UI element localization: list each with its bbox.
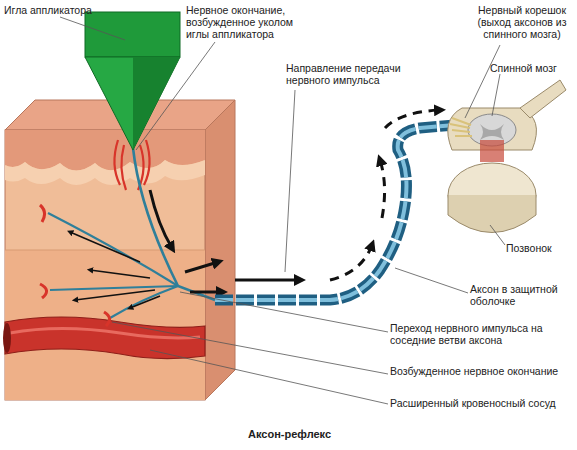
callout-label: Аксон в защитной оболочке bbox=[470, 283, 575, 307]
nerve-root bbox=[450, 118, 472, 136]
layer-border bbox=[5, 250, 205, 251]
callout-label: Нервный корешок (выход аксонов из спинно… bbox=[468, 4, 576, 40]
impulse-arrow bbox=[190, 291, 222, 294]
callout-label: Спинной мозг bbox=[490, 62, 575, 74]
impulse-arrow bbox=[330, 245, 372, 280]
leader-line bbox=[490, 225, 505, 245]
leader-line bbox=[285, 90, 295, 272]
nerve-branch bbox=[48, 213, 178, 286]
leader-line bbox=[395, 268, 468, 293]
leader-line bbox=[136, 42, 215, 150]
spinal-vessel bbox=[480, 140, 504, 162]
leader-line bbox=[60, 17, 125, 40]
callout-label: Нервное окончание, возбужденное уколом и… bbox=[186, 4, 316, 40]
dermis-papillae bbox=[5, 160, 205, 185]
skin-front bbox=[5, 130, 205, 400]
vertebral-body-side bbox=[448, 195, 536, 233]
skin-side bbox=[205, 100, 235, 400]
excited-ending bbox=[40, 205, 110, 326]
axon-highlight bbox=[215, 125, 455, 300]
callout-label: Переход нервного импульса на соседние ве… bbox=[390, 322, 575, 346]
hypodermis-layer bbox=[5, 250, 205, 400]
applicator-needle-tip bbox=[85, 57, 180, 150]
impulse-arrow bbox=[380, 160, 385, 218]
blood-vessel bbox=[5, 317, 205, 359]
impulse-arrow bbox=[90, 270, 150, 278]
nerve-branch bbox=[50, 286, 178, 290]
leader-line bbox=[180, 292, 388, 332]
callout-label: Игла аппликатора bbox=[4, 4, 134, 16]
vessel-lumen bbox=[3, 323, 11, 353]
grey-matter bbox=[480, 124, 504, 140]
callout-label: Возбужденное нервное окончание bbox=[390, 365, 575, 377]
impulse-arrow bbox=[130, 296, 160, 308]
callout-label: Позвонок bbox=[506, 242, 576, 254]
impulse-arrow bbox=[385, 110, 440, 128]
needle-shade bbox=[133, 57, 180, 150]
impulse-arrow bbox=[235, 279, 300, 282]
axon-sheath bbox=[215, 125, 455, 300]
impulse-arrow bbox=[185, 262, 218, 272]
leader-line bbox=[492, 74, 500, 116]
impulse-arrow bbox=[150, 190, 172, 248]
applicator-needle-base bbox=[85, 12, 180, 57]
caption: Аксон-рефлекс bbox=[248, 428, 331, 440]
callout-label: Расширенный кровеносный сосуд bbox=[390, 397, 575, 409]
leader-line bbox=[150, 350, 388, 404]
impulse-arrow bbox=[70, 232, 140, 262]
leader-line bbox=[112, 322, 388, 374]
impulse-arrow bbox=[75, 290, 155, 300]
spinous-process bbox=[520, 80, 566, 118]
leader-line bbox=[465, 45, 500, 118]
callout-label: Направление передачи нервного импульса bbox=[286, 62, 411, 86]
